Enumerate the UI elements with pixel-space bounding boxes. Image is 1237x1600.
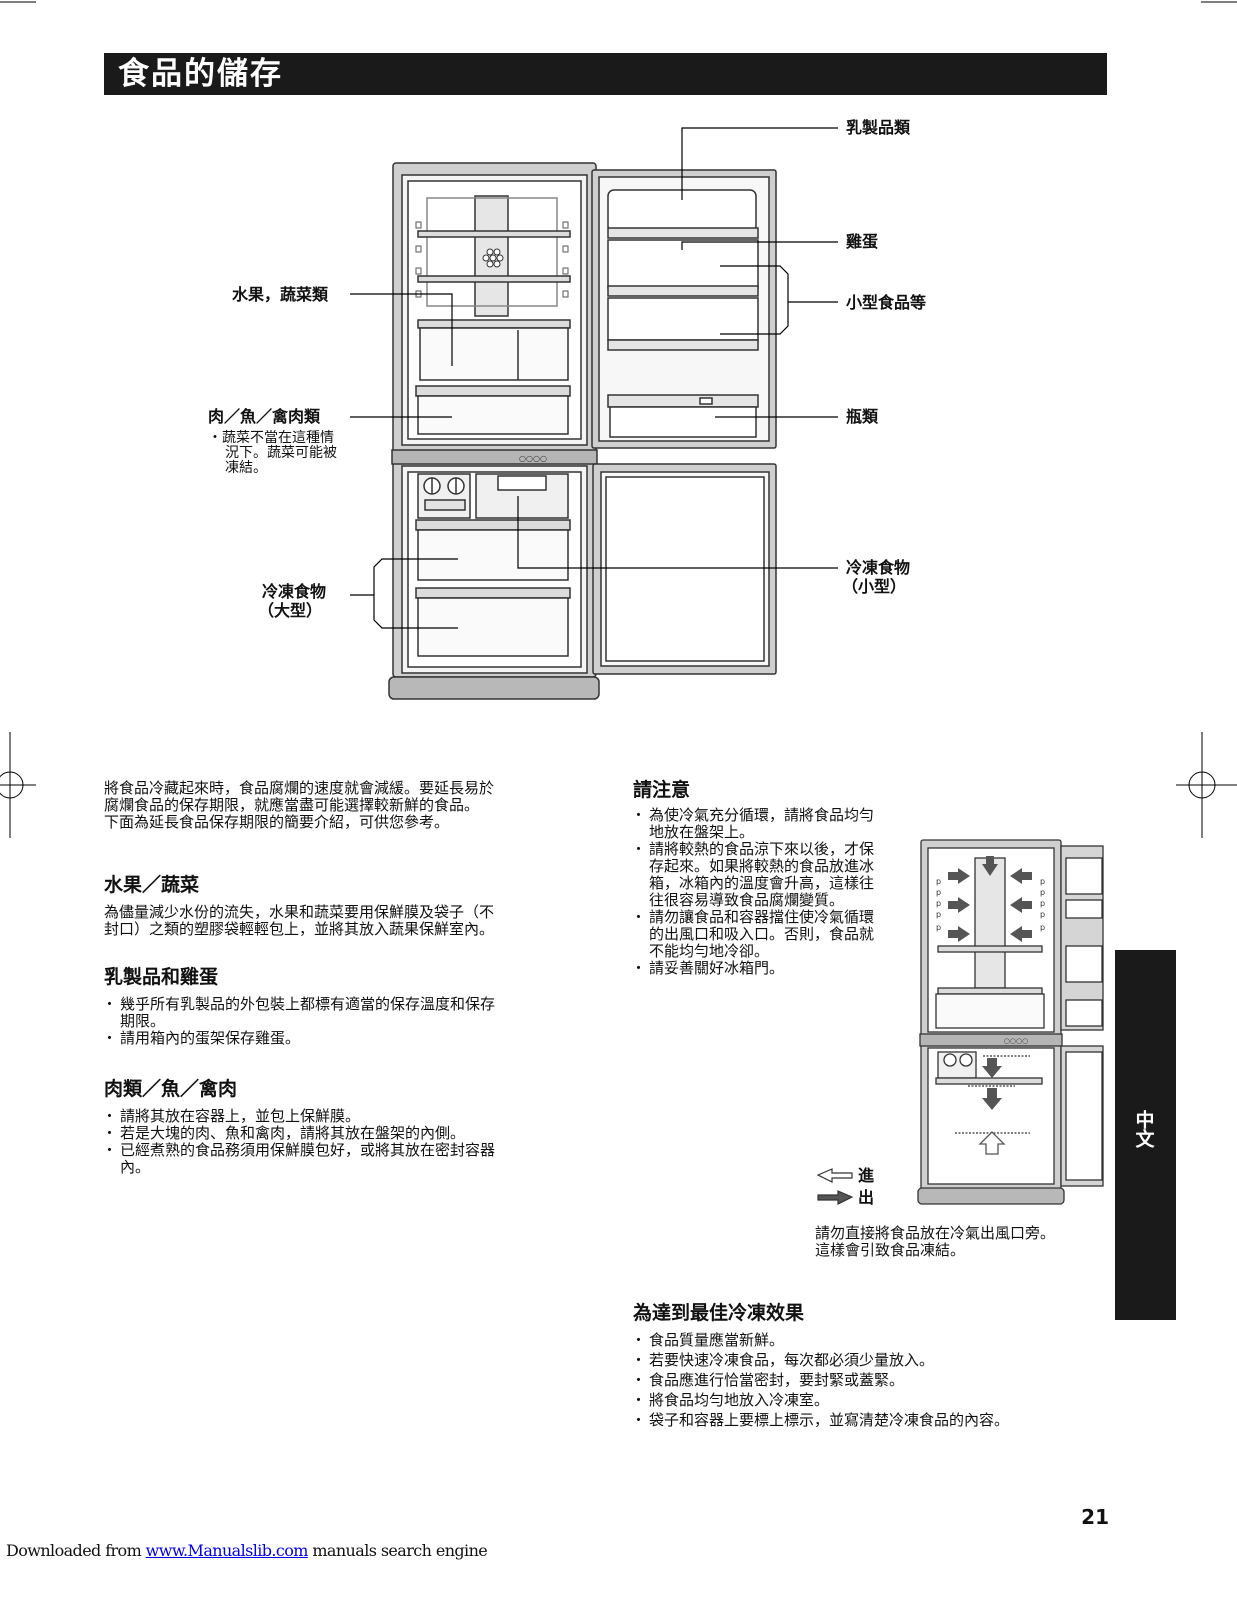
label-eggs: 雞蛋 (846, 232, 879, 251)
svg-text:○○○○: ○○○○ (519, 454, 547, 463)
meat-note: ・蔬菜不當在這種情 況下。蔬菜可能被 凍結。 (208, 430, 337, 476)
meat-list: 請將其放在容器上，並包上保鮮膜。 若是大塊的肉、魚和禽肉，請將其放在盤架的內側。… (102, 1108, 584, 1176)
crop-marks (0, 1, 1237, 838)
dairy-eggs-list: 幾乎所有乳製品的外包裝上都標有適當的保存溫度和保存 期限。 請用箱內的蛋架保存雞… (102, 996, 584, 1048)
list-item: 請將較熱的食品涼下來以後，才保 存起來。如果將較熱的食品放進冰 箱，冰箱內的溫度… (631, 841, 913, 909)
label-frozen-large: 冷凍食物 （大型） (258, 582, 327, 620)
intake-arrow (978, 1131, 1006, 1155)
fridge-diagram: ○○○○ (388, 162, 777, 700)
heading-fruit-veg: 水果／蔬菜 (104, 874, 200, 896)
list-item: 請勿讓食品和容器擋住使冷氣循環 的出風口和吸入口。否則，食品就 不能均勻地冷卻。 (631, 909, 913, 960)
svg-text:p: p (936, 877, 941, 886)
page-number: 21 (1081, 1505, 1109, 1529)
freezing-list: 食品質量應當新鮮。 若要快速冷凍食品，每次都必須少量放入。 食品應進行恰當密封，… (631, 1332, 1093, 1430)
intro-paragraph: 將食品冷藏起來時，食品腐爛的速度就會減緩。要延長易於 腐爛食品的保存期限，就應當… (104, 779, 495, 831)
fruit-veg-paragraph: 為儘量減少水份的流失，水果和蔬菜要用保鮮膜及袋子（不 封口）之類的塑膠袋輕輕包上… (104, 903, 495, 938)
list-item: 食品應進行恰當密封，要封緊或蓋緊。 (631, 1372, 1093, 1390)
page-title-bar: 食品的儲存 (104, 53, 1107, 95)
heading-meat: 肉類／魚／禽肉 (104, 1078, 238, 1100)
airflow-note: 請勿直接將食品放在冷氣出風口旁。 這樣會引致食品凍結。 (815, 1224, 1056, 1259)
list-item: 請用箱內的蛋架保存雞蛋。 (102, 1030, 584, 1048)
label-small-food: 小型食品等 (846, 293, 927, 312)
heading-dairy-eggs: 乳製品和雞蛋 (104, 966, 219, 988)
side-tab-label: 中文 (1132, 1110, 1155, 1148)
list-item: 請妥善關好冰箱門。 (631, 960, 913, 978)
svg-text:p: p (936, 888, 941, 897)
airflow-arrows (948, 856, 1032, 1110)
svg-text:p: p (936, 899, 941, 908)
leader-lines (350, 127, 838, 629)
list-item: 已經煮熟的食品務須用保鮮膜包好，或將其放在密封容器 內。 (102, 1142, 584, 1176)
svg-text:p: p (1040, 923, 1045, 932)
list-item: 將食品均勻地放入冷凍室。 (631, 1392, 1093, 1410)
label-meat-fish: 肉／魚／禽肉類 (208, 407, 321, 426)
label-fruit-veg: 水果，蔬菜類 (232, 285, 329, 304)
manualslib-link[interactable]: www.Manualslib.com (145, 1541, 309, 1560)
svg-text:p: p (1040, 910, 1045, 919)
legend-out-label: 出 (858, 1188, 875, 1207)
list-item: 袋子和容器上要標上標示，並寫清楚冷凍食品的內容。 (631, 1412, 1093, 1430)
legend-in-label: 進 (858, 1166, 875, 1185)
svg-text:p: p (936, 923, 941, 932)
svg-text:○○○○: ○○○○ (1004, 1037, 1028, 1045)
svg-text:p: p (1040, 899, 1045, 908)
heading-freezing: 為達到最佳冷凍效果 (633, 1302, 805, 1324)
list-item: 若要快速冷凍食品，每次都必須少量放入。 (631, 1352, 1093, 1370)
list-item: 為使冷氣充分循環，請將食品均勻 地放在盤架上。 (631, 807, 913, 841)
svg-text:p: p (1040, 888, 1045, 897)
svg-text:p: p (936, 910, 941, 919)
list-item: 請將其放在容器上，並包上保鮮膜。 (102, 1108, 584, 1126)
list-item: 食品質量應當新鮮。 (631, 1332, 1093, 1350)
label-frozen-small: 冷凍食物 （小型） (842, 558, 911, 596)
download-footer: Downloaded from www.Manualslib.com manua… (6, 1541, 488, 1560)
list-item: 若是大塊的肉、魚和禽肉，請將其放在盤架的內側。 (102, 1125, 584, 1143)
language-side-tab: 中文 (1115, 950, 1176, 1320)
page-title: 食品的儲存 (118, 56, 283, 92)
label-bottles: 瓶類 (846, 407, 879, 426)
heading-caution: 請注意 (633, 779, 691, 801)
legend-arrows (816, 1168, 854, 1205)
caution-list: 為使冷氣充分循環，請將食品均勻 地放在盤架上。 請將較熱的食品涼下來以後，才保 … (631, 807, 913, 978)
list-item: 幾乎所有乳製品的外包裝上都標有適當的保存溫度和保存 期限。 (102, 996, 584, 1030)
label-dairy: 乳製品類 (846, 118, 911, 137)
svg-text:p: p (1040, 877, 1045, 886)
